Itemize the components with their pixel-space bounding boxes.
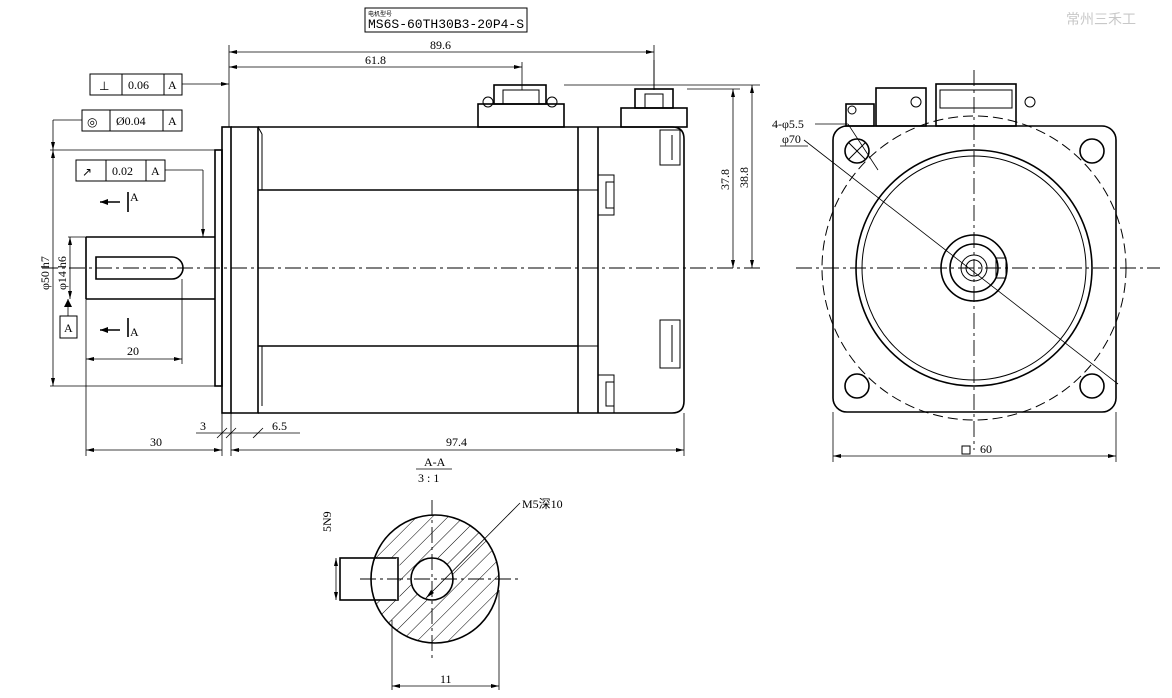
model-number: MS6S-60TH30B3-20P4-S bbox=[368, 17, 524, 32]
dim-3: 3 bbox=[200, 419, 206, 433]
perp-datum: A bbox=[168, 78, 177, 92]
dim-38-8: 38.8 bbox=[737, 167, 751, 188]
dim-thread: M5深10 bbox=[522, 497, 563, 511]
section-mark-top: A bbox=[130, 190, 139, 204]
dim-phi14: φ14 h6 bbox=[55, 256, 69, 290]
perp-symbol: ⊥ bbox=[99, 79, 109, 93]
dim-square-60: 60 bbox=[980, 442, 992, 456]
conc-symbol: ◎ bbox=[87, 115, 97, 129]
dim-6-5: 6.5 bbox=[272, 419, 287, 433]
side-view bbox=[42, 60, 760, 414]
section-markers: A A bbox=[100, 190, 139, 339]
section-name: A-A bbox=[424, 455, 446, 469]
dim-61-8: 61.8 bbox=[365, 53, 386, 67]
dim-key-tol: 5N9 bbox=[320, 511, 334, 532]
dim-30: 30 bbox=[150, 435, 162, 449]
gdt-concentricity: ◎ Ø0.04 A bbox=[51, 109, 183, 150]
runout-symbol: ↗ bbox=[82, 165, 92, 179]
left-dimensions: φ50 h7 φ14 h6 bbox=[38, 149, 215, 387]
dim-section-11: 11 bbox=[440, 672, 452, 686]
shaft bbox=[85, 236, 215, 300]
datum-a: A bbox=[59, 299, 78, 339]
runout-datum: A bbox=[151, 164, 160, 178]
flange bbox=[214, 126, 263, 414]
watermark-text: 常州三禾工 bbox=[1066, 12, 1136, 28]
conc-datum: A bbox=[168, 114, 177, 128]
conc-value: Ø0.04 bbox=[116, 114, 146, 128]
section-scale: 3 : 1 bbox=[418, 471, 439, 485]
dim-89-6: 89.6 bbox=[430, 38, 451, 52]
front-view bbox=[796, 70, 1160, 450]
model-caption: 电机型号 bbox=[368, 10, 392, 18]
dim-phi50: φ50 h7 bbox=[38, 256, 52, 290]
runout-value: 0.02 bbox=[112, 164, 133, 178]
dim-20: 20 bbox=[127, 344, 139, 358]
right-dimensions: 37.8 38.8 bbox=[564, 84, 760, 268]
power-connector bbox=[477, 84, 565, 128]
dim-mount-holes: 4-φ5.5 bbox=[772, 117, 804, 131]
motor-body bbox=[258, 126, 685, 414]
gdt-perpendicularity: ⊥ 0.06 A bbox=[89, 73, 229, 96]
dim-bolt-circle: φ70 bbox=[782, 132, 801, 146]
dim-37-8: 37.8 bbox=[718, 169, 732, 190]
perp-value: 0.06 bbox=[128, 78, 149, 92]
model-label: 电机型号 MS6S-60TH30B3-20P4-S bbox=[364, 7, 528, 33]
gdt-runout: ↗ 0.02 A bbox=[75, 159, 205, 237]
top-dimensions: 89.6 61.8 bbox=[228, 38, 655, 127]
section-view: M5深10 5N9 11 bbox=[320, 497, 563, 690]
front-dimensions: 4-φ5.5 φ70 60 bbox=[772, 117, 1117, 462]
datum-a-label: A bbox=[64, 321, 73, 335]
dim-97-4: 97.4 bbox=[446, 435, 467, 449]
section-mark-bottom: A bbox=[130, 325, 139, 339]
section-title: A-A 3 : 1 bbox=[416, 455, 452, 485]
bottom-dimensions: 20 30 97.4 3 6.5 bbox=[85, 279, 685, 456]
